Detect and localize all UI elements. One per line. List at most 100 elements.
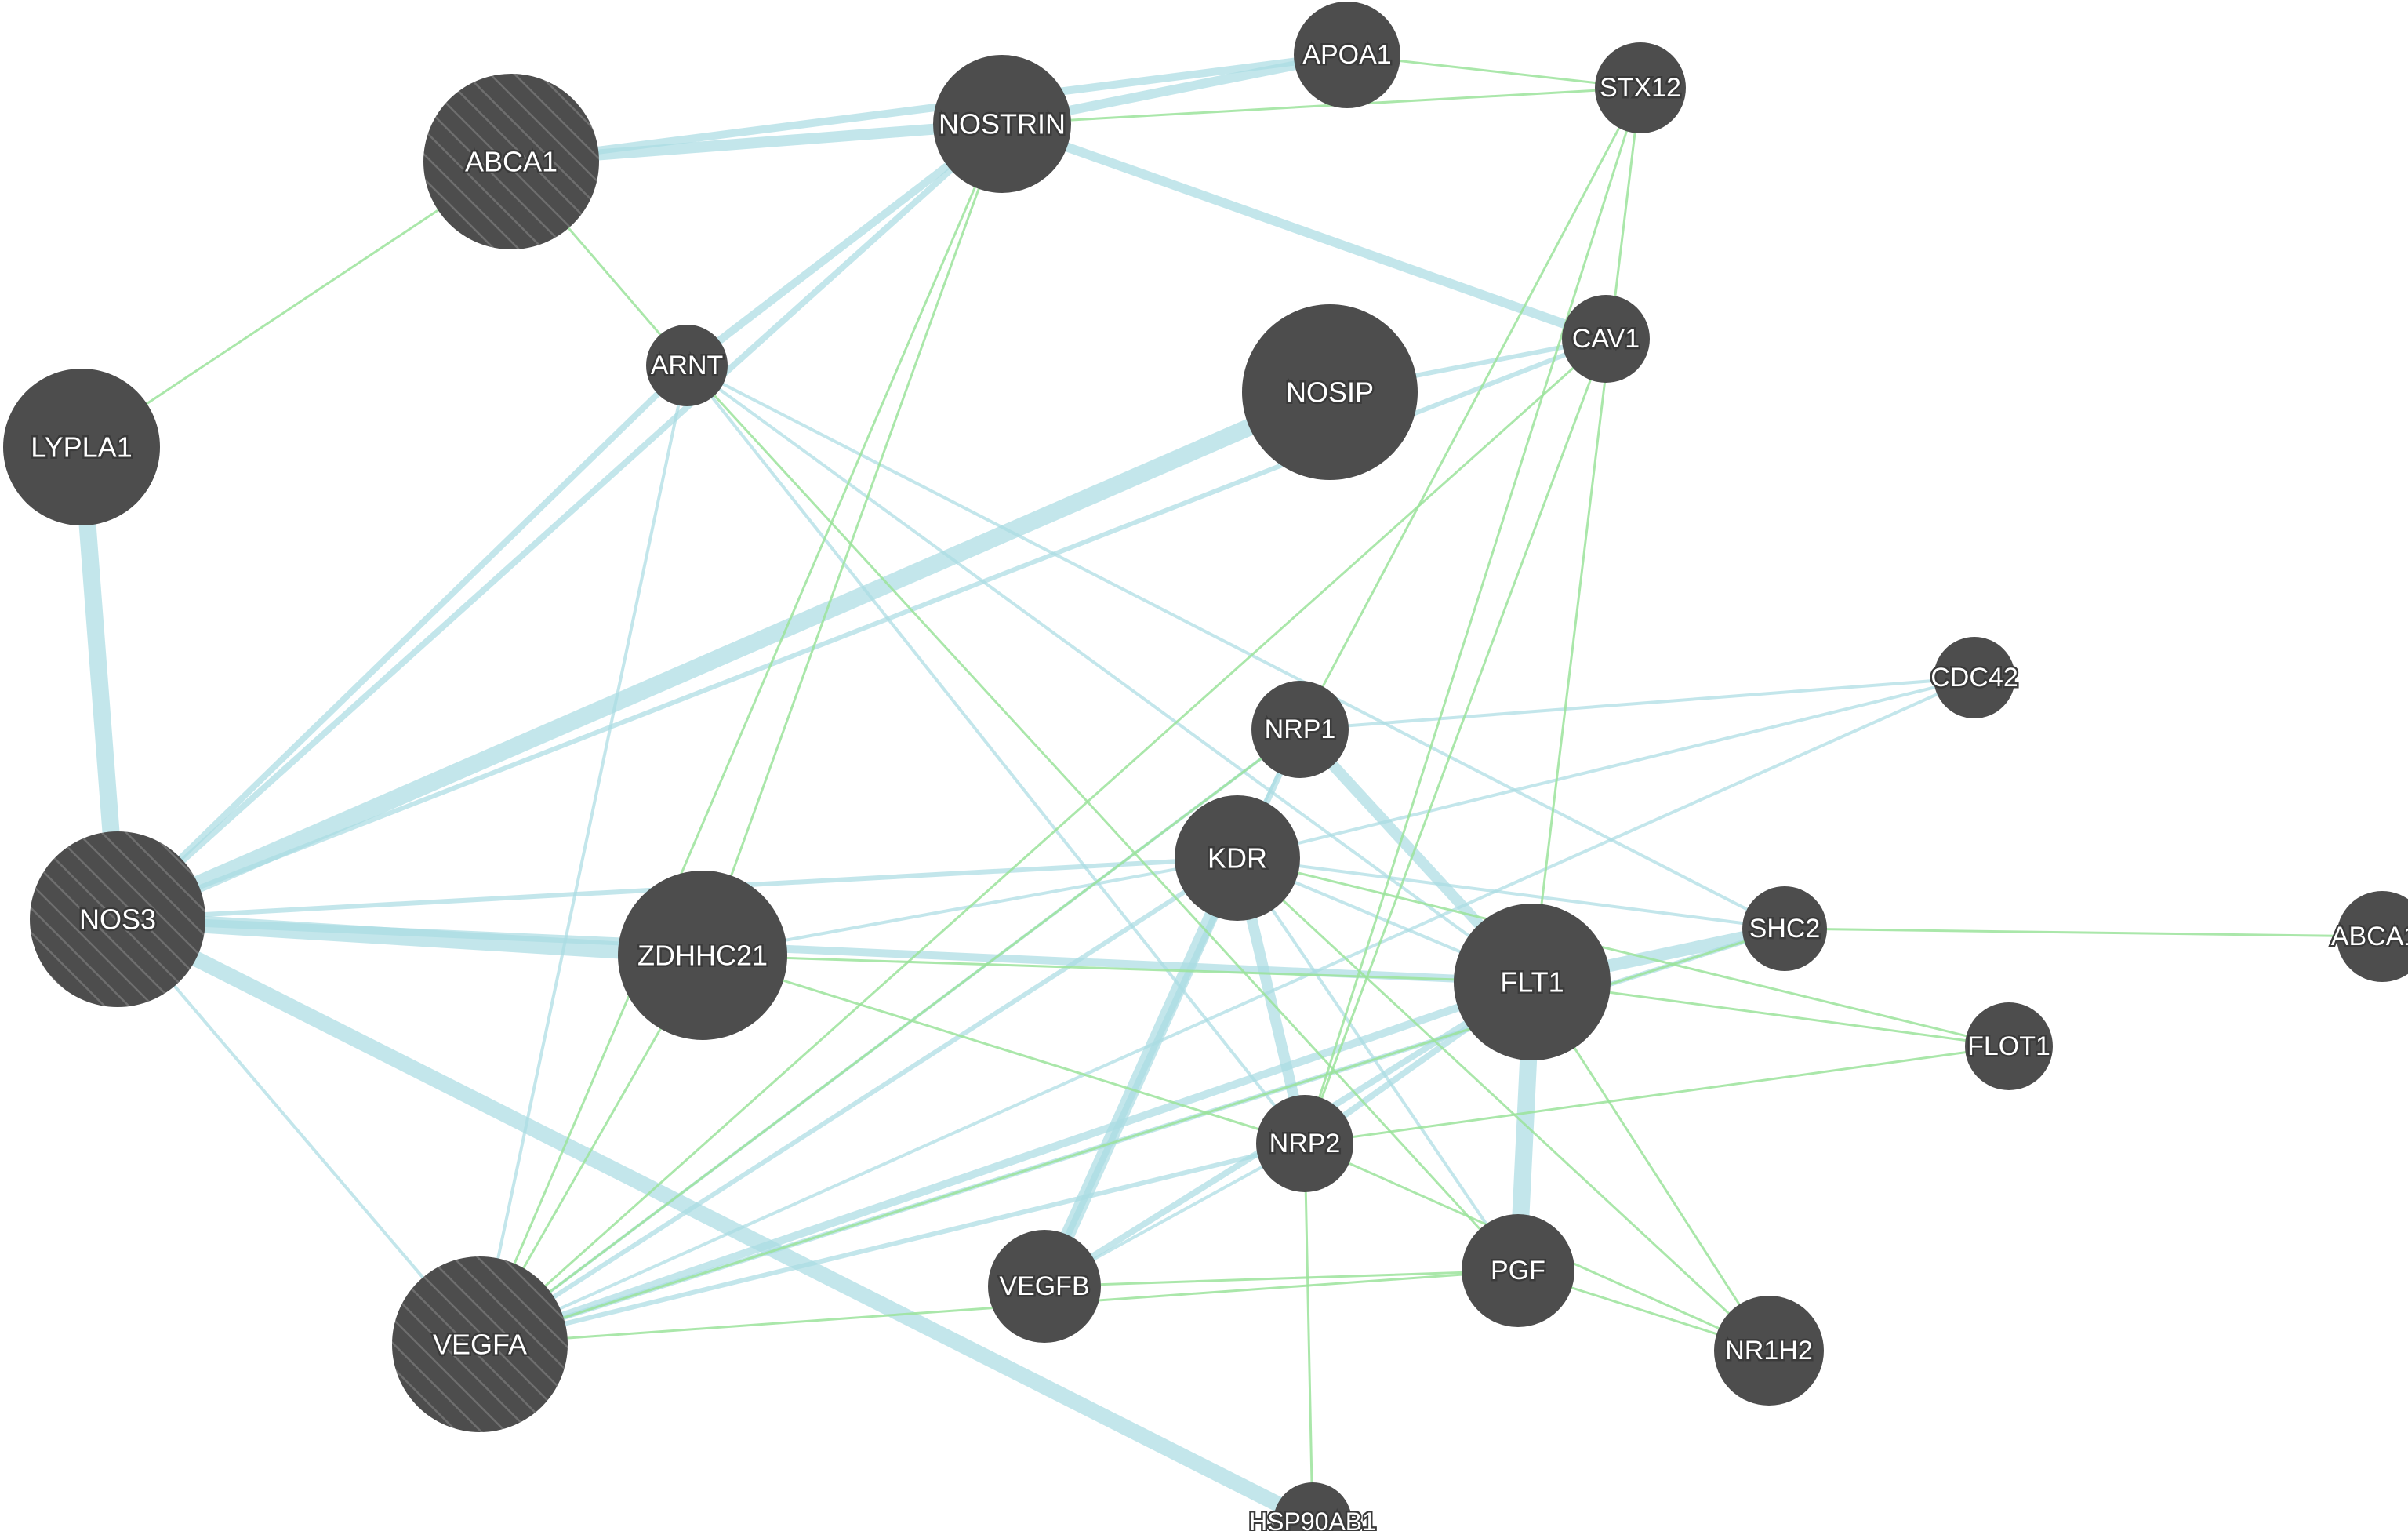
node-label-nostrin: NOSTRIN (939, 108, 1066, 140)
edge-genetic-kdr-flot1 (1236, 856, 2010, 1048)
node-label-vegfb: VEGFB (999, 1271, 1089, 1301)
node-circle-shc2[interactable] (1742, 886, 1827, 971)
edge-genetic-shc2-abca12 (1783, 927, 2384, 938)
edge-genetic-arnt-pgf (685, 364, 1520, 1272)
edge-genetic-stx12-nrp2 (1303, 86, 1642, 1145)
node-circle-arnt[interactable] (646, 325, 728, 406)
edge-physical-nos3-flt1 (114, 915, 1536, 986)
node-shc2[interactable]: SHC2 (1742, 886, 1827, 971)
node-pgf[interactable]: PGF (1462, 1214, 1574, 1327)
node-label-shc2: SHC2 (1749, 914, 1821, 944)
edge-physical-flt1-vegfa (476, 978, 1536, 1348)
node-label-hsp90ab1: HSP90AB1 (1249, 1507, 1376, 1531)
node-label-vegfa: VEGFA (433, 1329, 527, 1361)
edge-physical-kdr-cdc42 (1236, 676, 1976, 860)
node-circle-hsp90ab1[interactable] (1273, 1482, 1352, 1531)
node-label-nrp1: NRP1 (1265, 715, 1336, 744)
node-zdhhc21[interactable]: ZDHHC21 (618, 871, 787, 1040)
node-hsp90ab1[interactable]: HSP90AB1 (1248, 1482, 1378, 1531)
edge-physical-arnt-nrp2 (685, 364, 1306, 1145)
edge-physical-kdr-vegfa (478, 856, 1240, 1347)
node-label-pgf: PGF (1491, 1256, 1545, 1286)
edge-physical-arnt-nos3 (114, 362, 690, 922)
node-label-nos3: NOS3 (79, 904, 156, 936)
node-lypla1[interactable]: LYPLA1 (3, 369, 160, 525)
node-label-nrp2: NRP2 (1269, 1129, 1341, 1158)
node-circle-kdr[interactable] (1175, 795, 1300, 921)
edge-genetic-nostrin-stx12 (1001, 86, 1642, 125)
node-abca12[interactable]: ABCA12 (2329, 891, 2408, 982)
edge-physical-nosip-nos3 (109, 384, 1338, 928)
node-nrp2[interactable]: NRP2 (1256, 1095, 1353, 1192)
node-circle-vegfb[interactable] (988, 1230, 1101, 1343)
node-circle-nostrin[interactable] (933, 55, 1071, 193)
node-vegfa[interactable]: VEGFA (392, 1256, 568, 1432)
node-label-nosip: NOSIP (1286, 376, 1374, 409)
node-circle-lypla1[interactable] (3, 369, 160, 525)
edge-physical-kdr-shc2 (1236, 856, 1786, 930)
node-flt1[interactable]: FLT1 (1454, 904, 1611, 1060)
node-circle-stx12[interactable] (1595, 42, 1686, 133)
edge-genetic-cav1-vegfa (478, 337, 1607, 1346)
edge-physical-arnt-vegfa (478, 364, 688, 1346)
edge-genetic-zdhhc21-flt1 (701, 954, 1534, 984)
node-stx12[interactable]: STX12 (1595, 42, 1686, 133)
edge-physical-nostrin-cav1 (997, 119, 1611, 344)
node-apoa1[interactable]: APOA1 (1294, 2, 1400, 108)
node-label-nr1h2: NR1H2 (1725, 1336, 1812, 1366)
edge-genetic-nostrin-zdhhc21 (701, 122, 1004, 957)
node-circle-nosip[interactable] (1242, 304, 1418, 480)
node-circle-flt1[interactable] (1454, 904, 1611, 1060)
edge-genetic-vegfa-nrp1 (478, 728, 1302, 1346)
edge-physical-arnt-flt1 (685, 364, 1534, 984)
node-circle-zdhhc21[interactable] (618, 871, 787, 1040)
node-label-abca12: ABCA12 (2331, 922, 2408, 951)
node-circle-flot1[interactable] (1965, 1002, 2053, 1090)
edge-physical-kdr-pgf (1236, 856, 1520, 1272)
edge-genetic-pgf-vegfb (1043, 1269, 1520, 1288)
node-circle-apoa1[interactable] (1294, 2, 1400, 108)
node-cdc42[interactable]: CDC42 (1929, 637, 2020, 718)
node-nostrin[interactable]: NOSTRIN (933, 55, 1071, 193)
node-nosip[interactable]: NOSIP (1242, 304, 1418, 480)
node-label-arnt: ARNT (651, 351, 724, 380)
node-label-stx12: STX12 (1600, 73, 1681, 103)
node-circle-cdc42[interactable] (1934, 637, 2015, 718)
node-label-zdhhc21: ZDHHC21 (637, 940, 768, 972)
node-label-abca1: ABCA1 (465, 146, 558, 178)
node-label-flot1: FLOT1 (1967, 1031, 2050, 1061)
edge-physical-arnt-shc2 (685, 364, 1786, 930)
node-circle-nrp2[interactable] (1256, 1095, 1353, 1192)
edge-genetic-cav1-nrp2 (1303, 337, 1607, 1145)
node-abca1[interactable]: ABCA1 (423, 74, 599, 249)
node-nos3[interactable]: NOS3 (30, 831, 205, 1007)
node-nr1h2[interactable]: NR1H2 (1714, 1296, 1824, 1406)
node-kdr[interactable]: KDR (1175, 795, 1300, 921)
node-circle-nr1h2[interactable] (1714, 1296, 1824, 1406)
node-label-cav1: CAV1 (1572, 324, 1640, 354)
edge-genetic-kdr-nr1h2 (1236, 856, 1771, 1352)
edge-genetic-stx12-nrp1 (1298, 86, 1642, 731)
edge-physical-abca1-apoa1 (507, 51, 1351, 165)
edge-physical-nrp2-vegfa (478, 1141, 1307, 1347)
node-flot1[interactable]: FLOT1 (1965, 1002, 2053, 1090)
edge-genetic-nrp2-flot1 (1303, 1045, 2010, 1145)
node-label-kdr: KDR (1208, 842, 1267, 875)
node-circle-abca1[interactable] (423, 74, 599, 249)
node-circle-nrp1[interactable] (1251, 681, 1349, 778)
node-circle-pgf[interactable] (1462, 1214, 1574, 1327)
node-circle-nos3[interactable] (30, 831, 205, 1007)
node-vegfb[interactable]: VEGFB (988, 1230, 1101, 1343)
node-cav1[interactable]: CAV1 (1562, 295, 1650, 383)
node-label-apoa1: APOA1 (1302, 40, 1391, 70)
node-circle-cav1[interactable] (1562, 295, 1650, 383)
edge-physical-nos3-vegfa (116, 918, 481, 1346)
node-label-flt1: FLT1 (1500, 966, 1564, 998)
node-circle-vegfa[interactable] (392, 1256, 568, 1432)
node-nrp1[interactable]: NRP1 (1251, 681, 1349, 778)
edge-genetic-nostrin-vegfa (478, 122, 1004, 1346)
node-arnt[interactable]: ARNT (646, 325, 728, 406)
node-circle-abca12[interactable] (2337, 891, 2408, 982)
